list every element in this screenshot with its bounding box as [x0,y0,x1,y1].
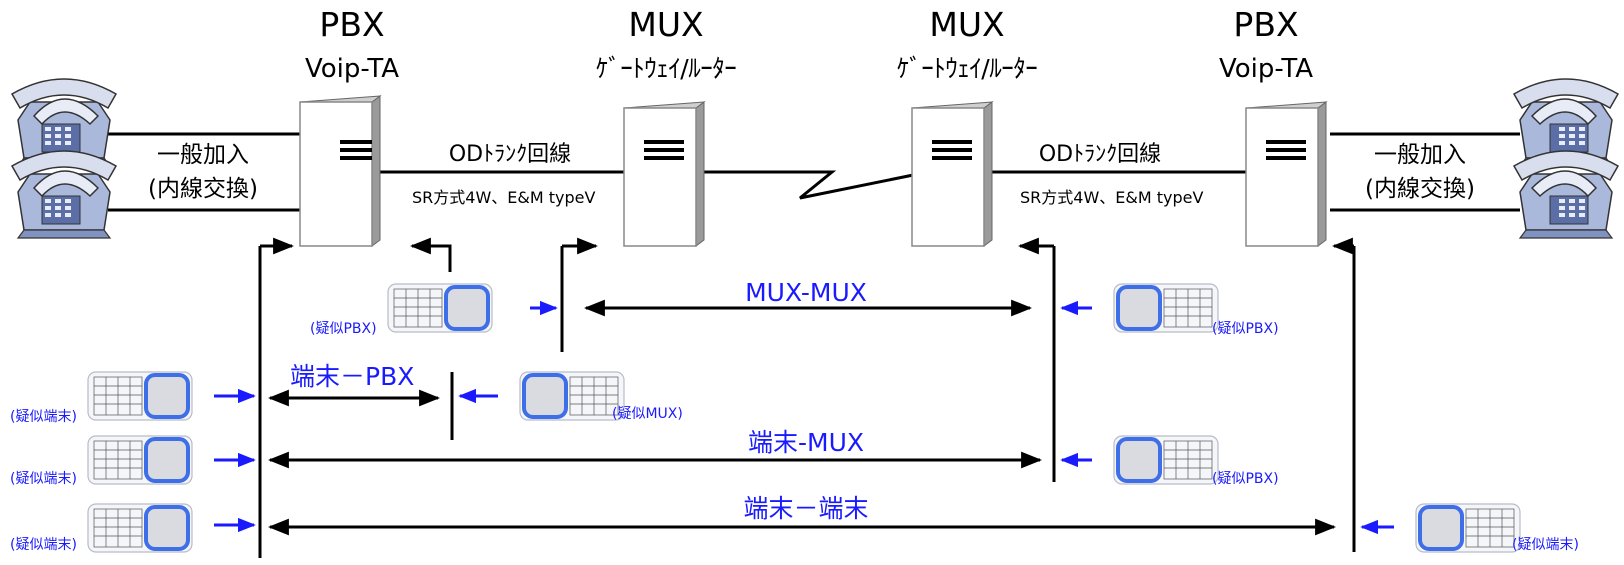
left-mux-title: MUX [628,5,704,44]
tester-device-icon [1112,282,1220,334]
left-trunk-spec: SR方式4W、E&M typeⅤ [412,188,596,207]
tester-device-icon [86,502,194,554]
mux-mux-label: MUX-MUX [745,278,867,307]
telephone-icon [11,150,117,239]
pseudo-pbx-caption: (疑似PBX) [310,321,377,337]
tester-arrows [214,300,1394,535]
pseudo-pbx-caption: (疑似PBX) [1212,321,1279,337]
right-pbx-box [1245,101,1328,247]
pseudo-pbx-caption: (疑似PBX) [1212,471,1279,487]
test-span-arrows [267,299,1337,536]
right-mux-title: MUX [929,5,1005,44]
right-pbx-title: PBX [1233,5,1299,44]
right-trunk-label: ODﾄﾗﾝｸ回線 [1038,142,1162,167]
left-pbx-subtitle: Voip-TA [304,54,400,84]
left-pbx-box [299,95,382,247]
trunk-lines [372,170,1246,200]
tester-device-icon [518,370,626,422]
tester-device-icon [1414,502,1522,554]
right-mux-subtitle: ｹﾞｰﾄｳｪｲ/ﾙｰﾀｰ [896,54,1038,83]
tester-device-icon [86,434,194,486]
left-mux-subtitle: ｹﾞｰﾄｳｪｲ/ﾙｰﾀｰ [595,54,737,83]
tester-device-icon [1112,434,1220,486]
terminal-pbx-label: 端末－PBX [290,362,415,391]
left-mux-box [623,101,706,247]
right-mux-box [911,101,994,247]
tester-device-icon [386,282,494,334]
pseudo-mux-caption: (疑似MUX) [612,406,683,422]
extension-lines [108,132,1520,212]
pseudo-terminal-caption: (疑似端末) [10,471,77,487]
right-extension-sublabel: (内線交換) [1365,176,1475,202]
right-pbx-subtitle: Voip-TA [1218,54,1314,84]
pseudo-terminal-caption: (疑似端末) [10,537,77,553]
left-pbx-title: PBX [319,5,385,44]
test-access-lines [258,237,1356,558]
terminal-terminal-label: 端末－端末 [743,494,869,523]
pseudo-terminal-caption: (疑似端末) [1512,537,1579,553]
left-extension-sublabel: (内線交換) [148,176,258,202]
left-extension-label: 一般加入 [157,142,249,168]
terminal-mux-label: 端末-MUX [747,428,865,457]
pseudo-terminal-caption: (疑似端末) [10,409,77,425]
left-trunk-label: ODﾄﾗﾝｸ回線 [448,142,572,167]
right-extension-label: 一般加入 [1374,142,1466,168]
right-trunk-spec: SR方式4W、E&M typeⅤ [1020,188,1204,207]
telephone-icon [1513,150,1619,239]
tester-device-icon [86,370,194,422]
